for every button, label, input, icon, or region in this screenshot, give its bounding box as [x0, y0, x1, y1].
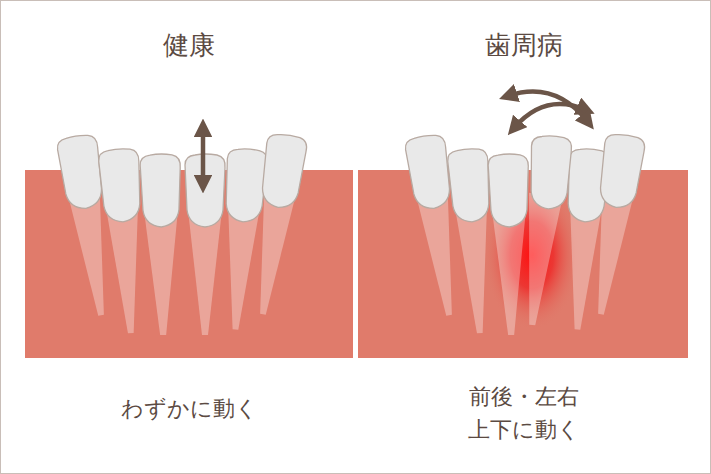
curved-arrow [508, 92, 588, 122]
panel-heading: 歯周病 [485, 26, 563, 65]
tooth-crowns [404, 132, 646, 227]
tooth-crowns [56, 132, 308, 227]
panel-heading: 健康 [163, 26, 215, 65]
panel-caption: 前後・左右 上下に動く [462, 380, 585, 446]
tooth-roots [68, 188, 297, 335]
panel-caption: わずかに動く [121, 392, 258, 425]
vertical-arrow [201, 128, 206, 184]
